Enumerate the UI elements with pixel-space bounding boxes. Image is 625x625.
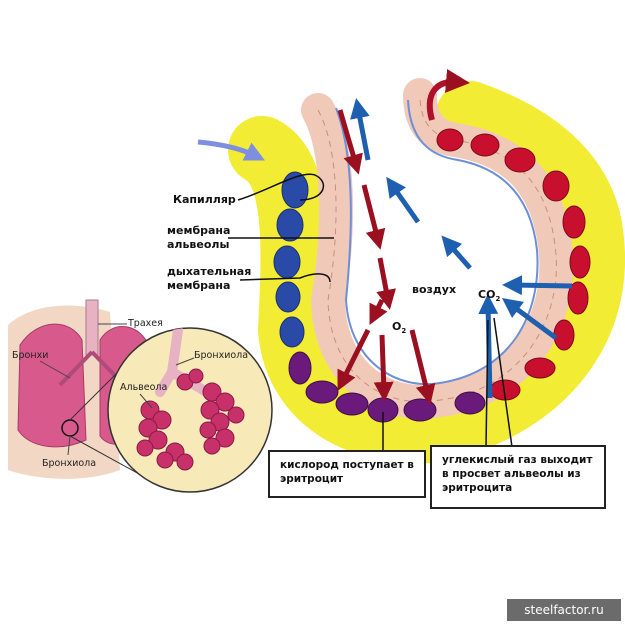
oxygen-arrow <box>376 257 396 310</box>
rbc-red <box>542 170 570 202</box>
oxygen-arrow <box>369 298 388 325</box>
pointer-bronchi <box>39 360 71 379</box>
pointer-bronchiole <box>67 435 71 456</box>
rbc-red <box>470 133 500 157</box>
pointer-respiratory-membrane <box>239 273 331 283</box>
pointer-co2-box-1 <box>485 319 489 448</box>
rbc-purple <box>305 380 339 404</box>
inset-label-bronchiole: Бронхиола <box>42 458 96 469</box>
co2-arrow <box>350 98 371 161</box>
blood-inflow-arrow <box>197 139 265 161</box>
inset-label-trachea: Трахея <box>127 318 163 329</box>
rbc-red-group <box>436 128 591 401</box>
rbc-purple-group <box>288 351 486 423</box>
rbc-venous <box>273 245 301 279</box>
co2-arrow <box>478 294 499 399</box>
rbc-venous <box>279 316 305 348</box>
rbc-purple <box>454 391 486 415</box>
oxygen-enters-box: кислород поступает в эритроцит <box>268 450 426 498</box>
inset-label-bronchi: Бронхи <box>12 350 48 361</box>
co2-exits-box: углекислый газ выходит в просвет альвеол… <box>430 445 606 509</box>
rbc-red <box>562 205 586 239</box>
alveoli-zoom <box>107 327 273 493</box>
pointer-zoom-bronchiole <box>175 357 195 366</box>
co2-arrows <box>350 98 573 399</box>
label-alveolar-membrane-line2: альвеолы <box>167 238 229 251</box>
co2-arrow <box>441 235 472 270</box>
rbc-red <box>569 245 591 279</box>
watermark: steelfactor.ru <box>507 599 621 621</box>
label-respiratory-membrane-line1: дыхательная <box>167 265 251 278</box>
label-respiratory-membrane-line2: мембрана <box>167 279 230 292</box>
rbc-red <box>436 128 464 152</box>
rbc-purple <box>403 398 437 422</box>
oxygen-arrow <box>337 328 371 391</box>
left-lung <box>17 323 87 448</box>
rbc-red <box>504 147 536 173</box>
pointer-zoom-alveola <box>139 393 153 409</box>
rbc-venous <box>276 208 304 242</box>
rbc-venous <box>275 281 301 313</box>
rbc-venous <box>281 171 309 209</box>
alveolar-wall <box>301 78 574 419</box>
label-o2: O2 <box>392 320 406 335</box>
pointer-co2-box-2 <box>493 317 513 448</box>
blood-outflow-arrow <box>426 69 470 121</box>
label-alveolar-membrane-line1: мембрана <box>167 224 230 237</box>
rbc-purple <box>288 351 312 385</box>
rbc-red <box>567 281 589 315</box>
rbc-red <box>524 357 556 379</box>
oxygen-arrow <box>373 334 394 402</box>
rbc-venous-group <box>273 171 309 348</box>
oxygen-arrow <box>361 184 386 250</box>
co2-arrow <box>386 176 421 224</box>
oxygen-arrow <box>409 329 436 405</box>
label-air: воздух <box>412 283 456 296</box>
trachea <box>85 299 99 356</box>
zoom-label-alveola: Альвеола <box>120 382 167 393</box>
rbc-red <box>553 319 575 351</box>
label-co2: CO2 <box>478 288 500 303</box>
rbc-purple <box>335 392 369 416</box>
pointer-capillary <box>237 173 325 201</box>
co2-arrow <box>502 275 573 296</box>
co2-arrow <box>501 298 558 341</box>
oxygen-arrow <box>337 109 363 175</box>
label-capillary: Капилляр <box>173 193 236 206</box>
zoom-label-bronchiole: Бронхиола <box>194 350 248 361</box>
oxygen-arrows <box>337 109 436 405</box>
